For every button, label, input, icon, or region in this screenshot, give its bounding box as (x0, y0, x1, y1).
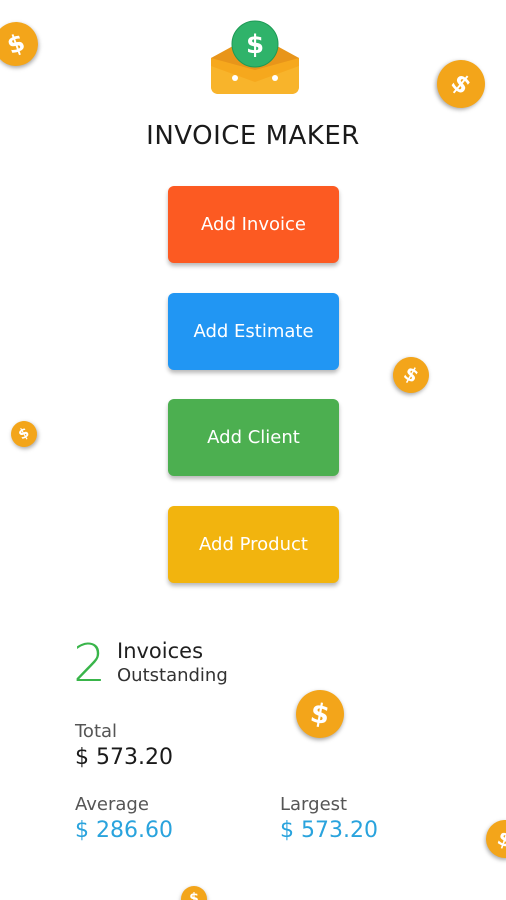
coin-icon: $ (0, 15, 45, 73)
outstanding-label-invoices: Invoices (117, 639, 204, 663)
coin-icon: $ (292, 686, 348, 742)
largest-value: $ 573.20 (280, 818, 378, 843)
add-client-button[interactable]: Add Client (168, 399, 339, 476)
outstanding-label-outstanding: Outstanding (117, 665, 228, 686)
coin-icon: $ (181, 886, 207, 900)
average-label: Average (75, 794, 149, 815)
outstanding-count: 2 (73, 634, 107, 694)
average-value: $ 286.60 (75, 818, 173, 843)
add-estimate-button[interactable]: Add Estimate (168, 293, 339, 370)
app-title: INVOICE MAKER (146, 121, 360, 151)
add-product-button[interactable]: Add Product (168, 506, 339, 583)
largest-label: Largest (280, 794, 348, 815)
envelope-dollar-icon: $ (211, 20, 299, 94)
svg-text:$: $ (246, 30, 264, 60)
coin-icon: $ (480, 814, 506, 864)
app-logo: $ (208, 20, 302, 98)
total-value: $ 573.20 (75, 745, 173, 770)
coin-icon: $ (6, 416, 42, 452)
coin-icon: $ (386, 350, 436, 400)
coin-icon: $ (427, 50, 495, 118)
total-label: Total (75, 721, 118, 742)
add-invoice-button[interactable]: Add Invoice (168, 186, 339, 263)
